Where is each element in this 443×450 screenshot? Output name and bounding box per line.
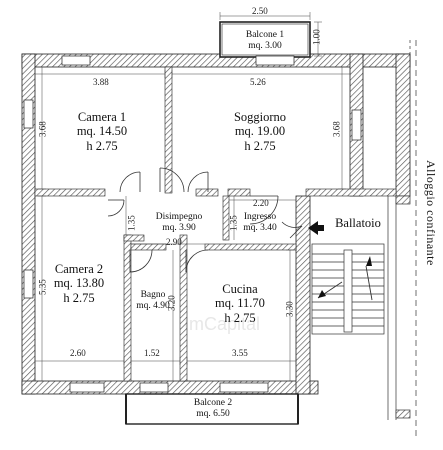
cucina-label: Cucina mq. 11.70 h 2.75	[215, 282, 265, 325]
windows	[23, 55, 362, 393]
dim-disimpegno-width: 2.90	[166, 237, 182, 247]
camera-2-label: Camera 2 mq. 13.80 h 2.75	[53, 262, 105, 305]
stairs	[311, 243, 385, 335]
balcone-1	[219, 21, 311, 58]
dimension-lines	[34, 12, 351, 382]
interior-walls	[34, 66, 397, 382]
dim-balcone1-depth: 1.00	[311, 29, 322, 46]
camera-1-label: Camera 1 mq. 14.50 h 2.75	[76, 110, 128, 153]
exterior-walls	[21, 53, 411, 395]
dim-cucina-width: 3.55	[232, 348, 248, 358]
dim-camera2-height: 5.35	[37, 279, 48, 296]
dim-ingresso-width: 2.20	[253, 198, 269, 208]
dim-disimpegno-depth: 1.35	[126, 215, 137, 232]
dim-bagno-height: 3.20	[166, 295, 177, 312]
stair-arrows	[318, 256, 372, 298]
soggiorno-label: Soggiorno mq. 19.00 h 2.75	[233, 110, 287, 153]
ballatoio-label: Ballatoio	[335, 216, 381, 230]
disimpegno-label: Disimpegno mq. 3.90	[155, 212, 203, 233]
watermark: ImCapital	[184, 314, 261, 334]
dim-ingresso-depth: 1.35	[228, 215, 239, 232]
dim-bagno-width: 1.52	[144, 348, 160, 358]
dim-soggiorno-width: 5.26	[250, 77, 266, 87]
bagno-label: Bagno mq. 4.90	[136, 290, 170, 311]
dim-soggiorno-height: 3.68	[331, 121, 342, 138]
dim-balcone1-width: 2.50	[252, 6, 268, 16]
side-label: Alloggio confinante	[424, 160, 438, 266]
dim-camera1-height: 3.68	[37, 121, 48, 138]
corridor-outline	[387, 40, 417, 440]
doors	[107, 167, 303, 273]
dim-camera2-width: 2.60	[70, 348, 86, 358]
balcone-2-label: Balcone 2 mq. 6.50	[193, 398, 233, 419]
dim-camera1-width: 3.88	[93, 77, 109, 87]
dim-cucina-height: 3.30	[284, 301, 295, 318]
entrance-arrow-icon	[308, 221, 324, 235]
balcone-1-label: Balcone 1 mq. 3.00	[245, 30, 285, 51]
ingresso-label: Ingresso mq. 3.40	[243, 212, 277, 233]
balcone-2	[125, 393, 299, 425]
